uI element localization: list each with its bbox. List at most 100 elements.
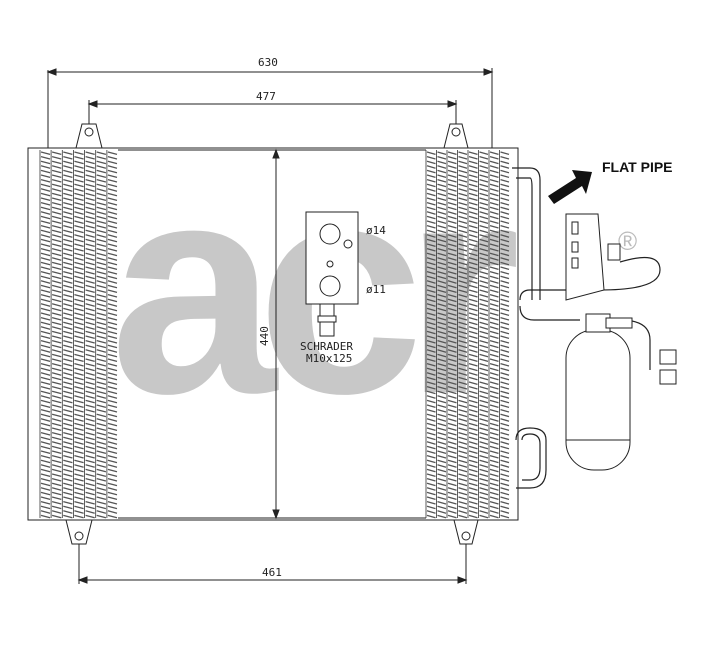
fin-segment	[500, 339, 510, 344]
fin-segment	[63, 514, 73, 519]
fin-segment	[437, 169, 447, 174]
fin-segment	[468, 169, 478, 174]
fin-segment	[85, 316, 95, 321]
fin-segment	[74, 220, 84, 225]
fin-segment	[479, 482, 489, 487]
fin-segment	[74, 215, 84, 220]
fin-segment	[107, 206, 118, 211]
fin-segment	[96, 188, 107, 192]
fin-segment	[500, 362, 510, 367]
fin-segment	[74, 395, 84, 399]
fin-segment	[447, 169, 457, 174]
fin-segment	[63, 459, 73, 464]
fin-segment	[500, 206, 510, 211]
fin-segment	[479, 155, 489, 160]
fin-segment	[96, 436, 107, 441]
fin-segment	[458, 178, 468, 183]
fin-segment	[40, 418, 51, 422]
fin-segment	[85, 468, 95, 473]
fin-segment	[63, 197, 73, 202]
fin-segment	[40, 215, 51, 220]
fin-segment	[85, 431, 95, 436]
fin-segment	[458, 482, 468, 487]
fin-segment	[489, 238, 499, 243]
receiver-drier	[565, 313, 677, 471]
fin-segment	[96, 362, 107, 367]
fin-segment	[63, 422, 73, 427]
fin-segment	[85, 427, 95, 432]
fin-segment	[458, 510, 468, 514]
fin-segment	[51, 257, 62, 261]
fin-segment	[96, 293, 107, 298]
fin-segment	[479, 192, 489, 197]
fin-segment	[74, 197, 84, 202]
fin-segment	[468, 487, 478, 491]
fin-segment	[447, 298, 457, 303]
fin-segment	[479, 376, 489, 381]
fin-segment	[479, 312, 489, 317]
fin-segment	[426, 510, 436, 514]
fin-segment	[85, 330, 95, 335]
fin-segment	[447, 344, 457, 349]
fin-segment	[489, 224, 499, 229]
fin-segment	[437, 491, 447, 496]
fin-segment	[107, 422, 118, 427]
fin-segment	[468, 491, 478, 496]
fin-segment	[107, 344, 118, 349]
fin-segment	[500, 422, 510, 427]
fin-segment	[63, 188, 73, 192]
fin-segment	[468, 427, 478, 432]
fin-segment	[107, 362, 118, 367]
fin-segment	[489, 344, 499, 349]
fin-segment	[500, 211, 510, 215]
fin-segment	[107, 376, 118, 381]
fin-segment	[96, 211, 107, 215]
fin-segment	[85, 215, 95, 220]
fin-segment	[447, 266, 457, 271]
fin-segment	[489, 252, 499, 257]
fin-segment	[63, 289, 73, 294]
fin-segment	[63, 505, 73, 510]
fin-segment	[96, 243, 107, 248]
fin-segment	[426, 293, 436, 298]
fin-segment	[447, 335, 457, 340]
fin-segment	[107, 197, 118, 202]
fin-segment	[437, 247, 447, 252]
fin-segment	[63, 427, 73, 432]
port-d14-label: ø14	[366, 224, 386, 237]
fin-segment	[447, 487, 457, 491]
fin-segment	[426, 468, 436, 473]
fin-segment	[51, 344, 62, 349]
fin-segment	[74, 247, 84, 252]
fin-segment	[426, 358, 436, 363]
fin-segment	[458, 477, 468, 482]
fin-segment	[479, 395, 489, 399]
fin-segment	[437, 211, 447, 215]
fin-segment	[426, 344, 436, 349]
fin-segment	[74, 234, 84, 238]
fin-segment	[437, 482, 447, 487]
fin-segment	[489, 247, 499, 252]
fin-segment	[479, 496, 489, 501]
fin-segment	[479, 473, 489, 478]
fin-segment	[447, 270, 457, 275]
fin-segment	[51, 234, 62, 238]
fin-segment	[447, 349, 457, 353]
fin-segment	[426, 247, 436, 252]
fin-segment	[500, 358, 510, 363]
fin-segment	[426, 362, 436, 367]
fin-segment	[447, 293, 457, 298]
fin-segment	[437, 238, 447, 243]
fin-segment	[426, 395, 436, 399]
fin-segment	[479, 151, 489, 156]
fin-segment	[85, 289, 95, 294]
fin-segment	[51, 316, 62, 321]
fin-segment	[107, 510, 118, 514]
fin-segment	[40, 496, 51, 501]
fin-segment	[500, 427, 510, 432]
fin-segment	[479, 353, 489, 358]
fin-segment	[51, 321, 62, 326]
fin-segment	[40, 183, 51, 188]
fin-segment	[85, 385, 95, 390]
fin-segment	[458, 487, 468, 491]
